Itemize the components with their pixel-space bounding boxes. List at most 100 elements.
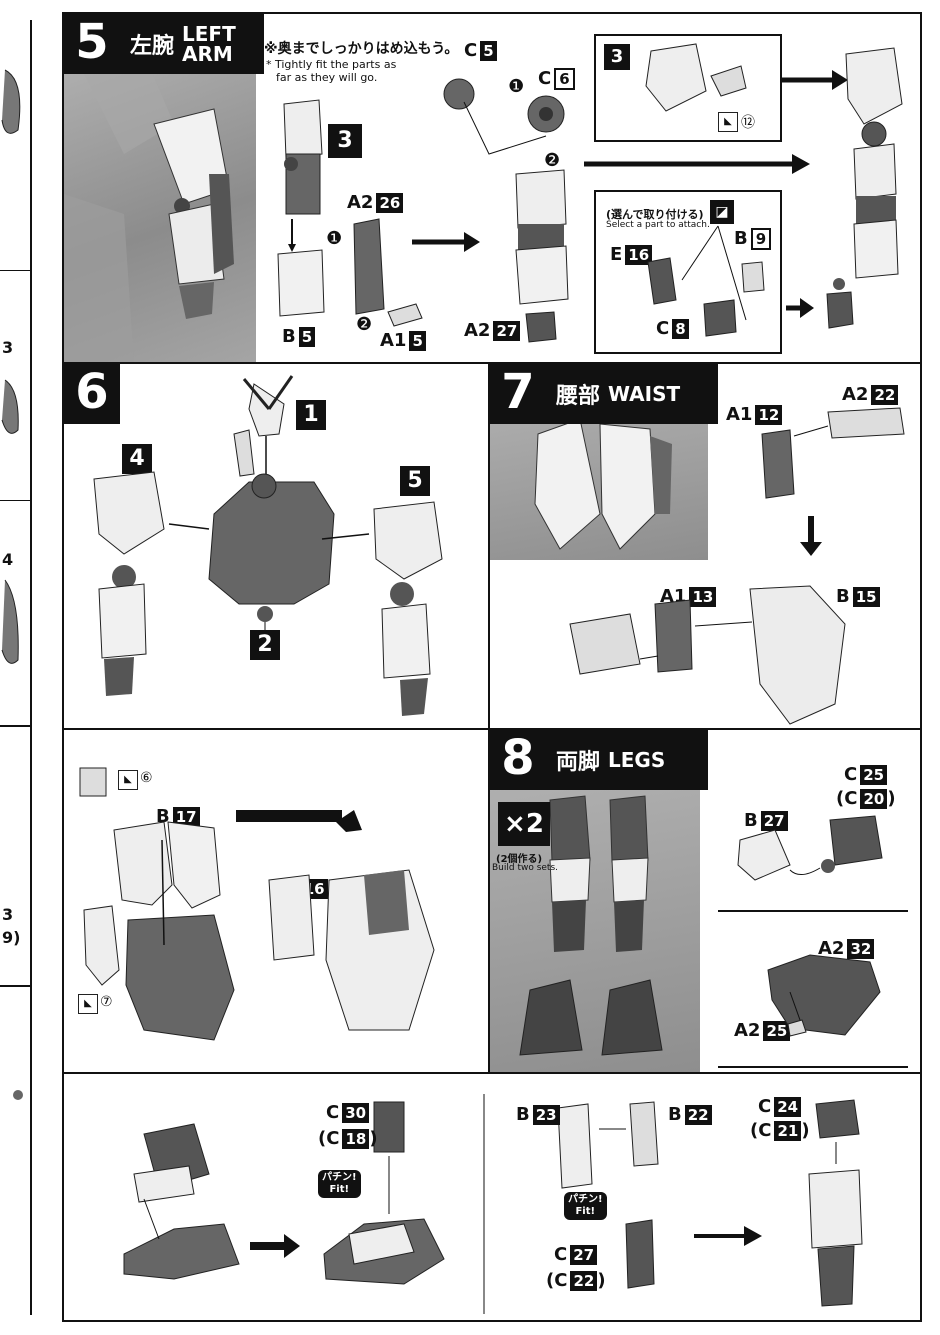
fit-badge-2-en: Fit!: [575, 1206, 596, 1217]
shield-subbox: 3 ◣ ⑫: [594, 34, 782, 142]
build-two-badge: ×2: [498, 802, 550, 846]
sticker-12-label: ⑫: [741, 115, 755, 131]
waist-armor-illustration: [79, 767, 435, 1041]
body-assembly-illustration: [93, 375, 443, 716]
step7-title-jp: 腰部: [556, 384, 601, 409]
step7-header: 腰部 WAIST: [546, 364, 718, 424]
fit-badge-1-en: Fit!: [329, 1184, 350, 1195]
ref-box-3: 3: [328, 124, 362, 158]
step5-title-jp: 左腕: [130, 34, 175, 59]
step8-separator-1: [718, 910, 908, 912]
hand-parts-illustration: [647, 225, 765, 337]
ref-box-5: 5: [400, 466, 430, 496]
step5-header: 左腕 LEFT ARM: [120, 14, 264, 74]
build-two-jp: (2個作る): [496, 854, 543, 865]
step-marker-2b: ❷: [544, 150, 561, 171]
forearm-illustration: [443, 78, 569, 343]
leg-parts-illustration: [737, 815, 883, 1037]
x2-label: ×2: [504, 809, 544, 839]
flow-arrow-1: [412, 232, 480, 252]
step8-header: 両脚 LEGS: [546, 730, 708, 790]
fit-badge-1-jp: パチン!: [322, 1172, 357, 1183]
step-marker-2a: ❷: [356, 314, 373, 335]
flow-arrow-4: [786, 298, 814, 318]
arm-upper-illustration: [277, 99, 325, 317]
step5-panel: 5 左腕 LEFT ARM ※奥までしっかりはめ込もう。 * Tightly f…: [62, 12, 922, 364]
flow-arrow-2: [584, 154, 810, 174]
step5-number: 5: [64, 14, 120, 74]
ref-box-4: 4: [122, 444, 152, 474]
step6-number: 6: [64, 364, 120, 424]
step7-title-en: WAIST: [608, 382, 681, 406]
build-two-en: Build two sets.: [492, 863, 559, 873]
margin-label-4: 9): [2, 928, 21, 947]
step8-separator-2: [718, 1066, 908, 1068]
step8-number: 8: [490, 730, 546, 790]
margin-label-1: 3: [2, 338, 14, 357]
step5-title-en-1: LEFT: [182, 22, 236, 46]
waist-assembly-illustration: [569, 407, 905, 725]
sticker-6-label: ⑥: [140, 770, 153, 786]
ref-box-2: 2: [250, 630, 280, 660]
fit-badge-2: パチン! Fit!: [564, 1192, 607, 1220]
select-note-en: Select a part to attach.: [606, 220, 710, 230]
part-a2-26-shape: [353, 218, 385, 315]
step8-title-jp: 両脚: [556, 750, 601, 775]
flow-arrow-3: [782, 70, 848, 90]
hand-result-illustration: [826, 278, 854, 329]
step8-title-en: LEGS: [608, 748, 666, 772]
foot-assembly-illustration: [123, 1094, 863, 1314]
ref-box-3b: 3: [604, 44, 630, 70]
sticker-12-icon: ◣: [718, 112, 738, 132]
step5-title-en-2: ARM: [182, 42, 233, 66]
step-marker-1b: ❶: [508, 76, 525, 97]
part-a1-5-shape: [387, 303, 423, 327]
fit-note-en-2: far as they will go.: [276, 71, 378, 84]
step-marker-1a: ❶: [326, 228, 343, 249]
margin-label-3: 3: [2, 905, 14, 924]
fit-badge-1: パチン! Fit!: [318, 1170, 361, 1198]
step6-panel: 6 1 2 4 5: [62, 362, 490, 730]
margin-label-2: 4: [2, 550, 14, 569]
ref-box-1: 1: [296, 400, 326, 430]
sticker-7-icon: ◣: [78, 994, 98, 1014]
fit-note-en-1: * Tightly fit the parts as: [266, 58, 397, 71]
shield-illustration: [645, 43, 747, 112]
select-icon: ◪: [710, 200, 734, 224]
left-page-edge: 3 4 3 9): [0, 0, 40, 1335]
select-note-jp: (選んで取り付ける): [606, 208, 704, 221]
sticker-6-icon: ◣: [118, 770, 138, 790]
fit-badge-2-jp: パチン!: [568, 1194, 603, 1205]
waist-armor-panel: B17 B16 ◣ ⑥ ◣ ⑦: [62, 728, 490, 1074]
sticker-7-label: ⑦: [100, 994, 113, 1010]
